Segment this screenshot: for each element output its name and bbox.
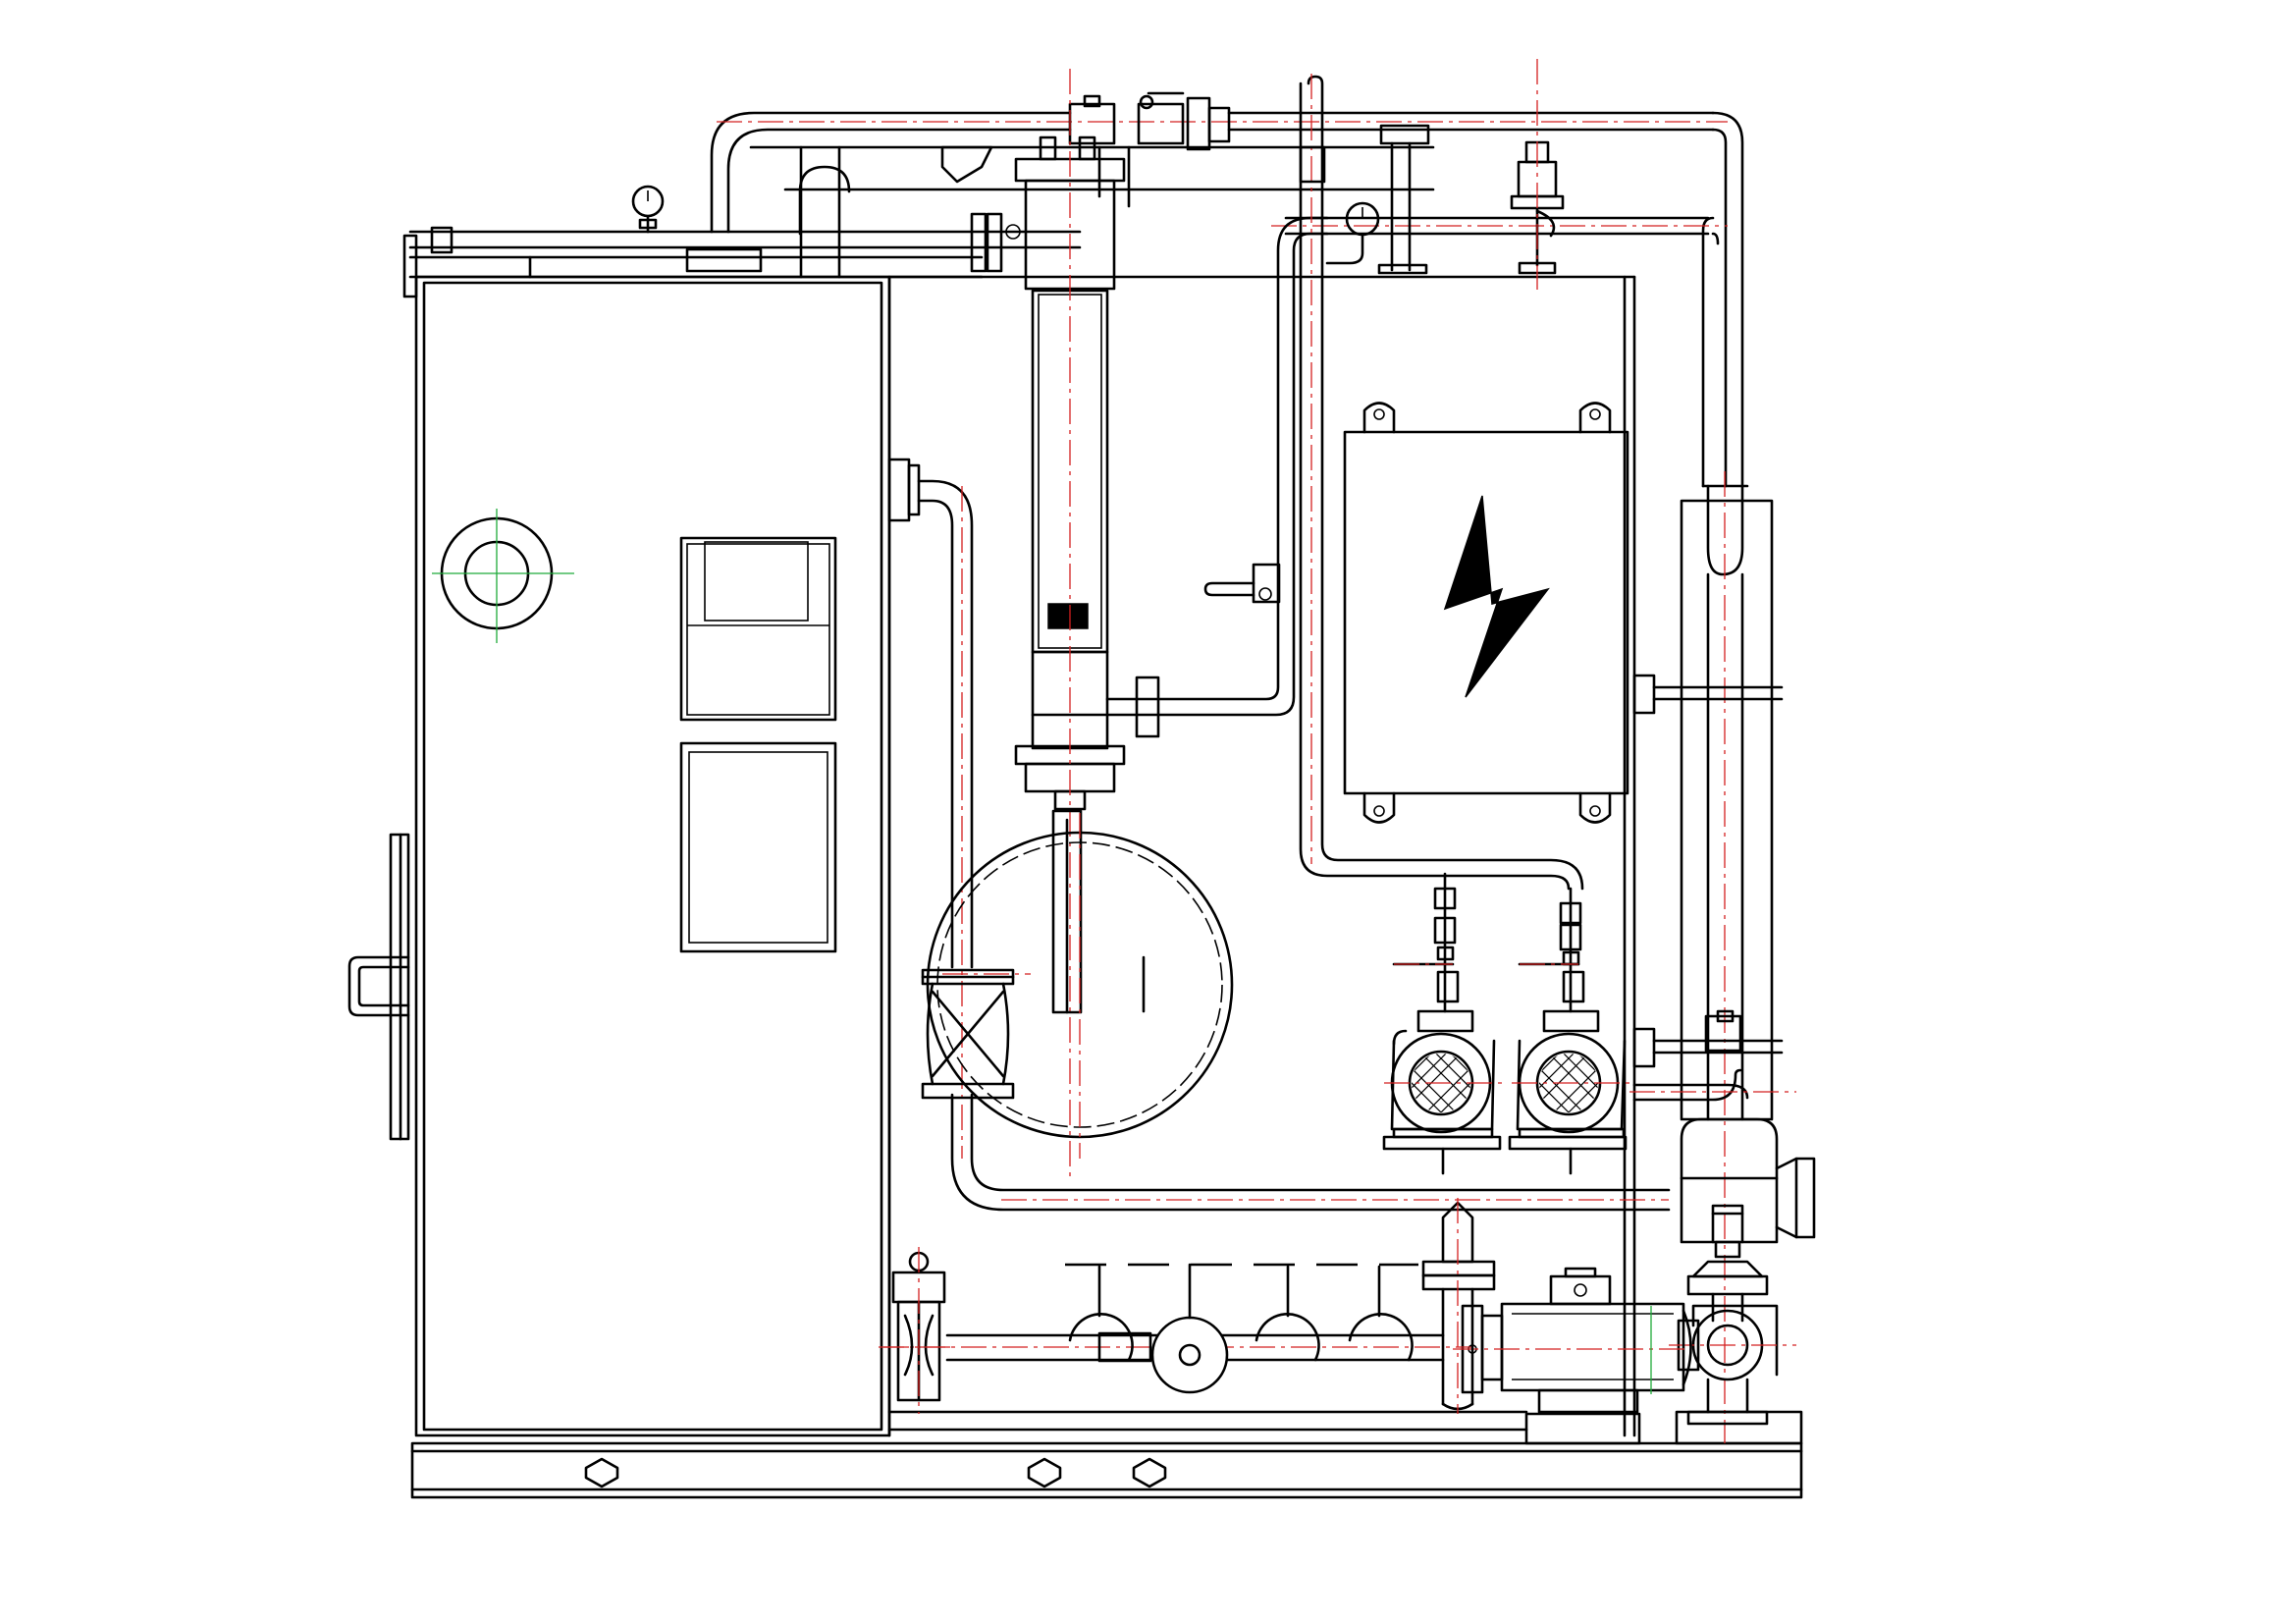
drain-valve [883,1247,952,1414]
butterfly-valve [921,968,1015,1100]
top-manifold [402,59,1744,488]
centerlines [942,963,1578,975]
drain-disc-1 [1068,1265,1134,1362]
pump-supply-pipe [1299,74,1584,891]
motor-fan-grille-icon [1412,1054,1470,1112]
heat-exchanger-column [1014,69,1126,1178]
anchor-bolt-hex-1 [584,1457,619,1488]
anchor-bolt-hex-3 [1132,1457,1167,1488]
drain-disc-3 [1255,1265,1320,1362]
anchor-bolt-hex-2 [1027,1457,1062,1488]
lightning-bolt-icon [1443,495,1550,698]
control-panel [679,536,837,953]
motor-fan-grille-icon [1539,1054,1598,1112]
drain-manifold [879,1198,1496,1414]
drain-disc-2 [1097,1263,1229,1394]
equipment-frame [887,275,1636,1437]
drain-disc-4 [1348,1265,1414,1362]
return-pipe [887,458,1671,1212]
chamber-cabinet [347,275,891,1437]
base-skid [410,1410,1803,1499]
motor-pump-1 [1382,872,1507,1175]
pressure-gauge-icon [631,185,665,234]
right-column [1629,471,1816,1443]
motor-pump-2 [1508,887,1634,1175]
pressure-gauge-icon [1325,201,1380,265]
electrical-box [1343,402,1629,824]
branch-pipe [1105,216,1329,738]
tank-vessel [926,809,1234,1159]
